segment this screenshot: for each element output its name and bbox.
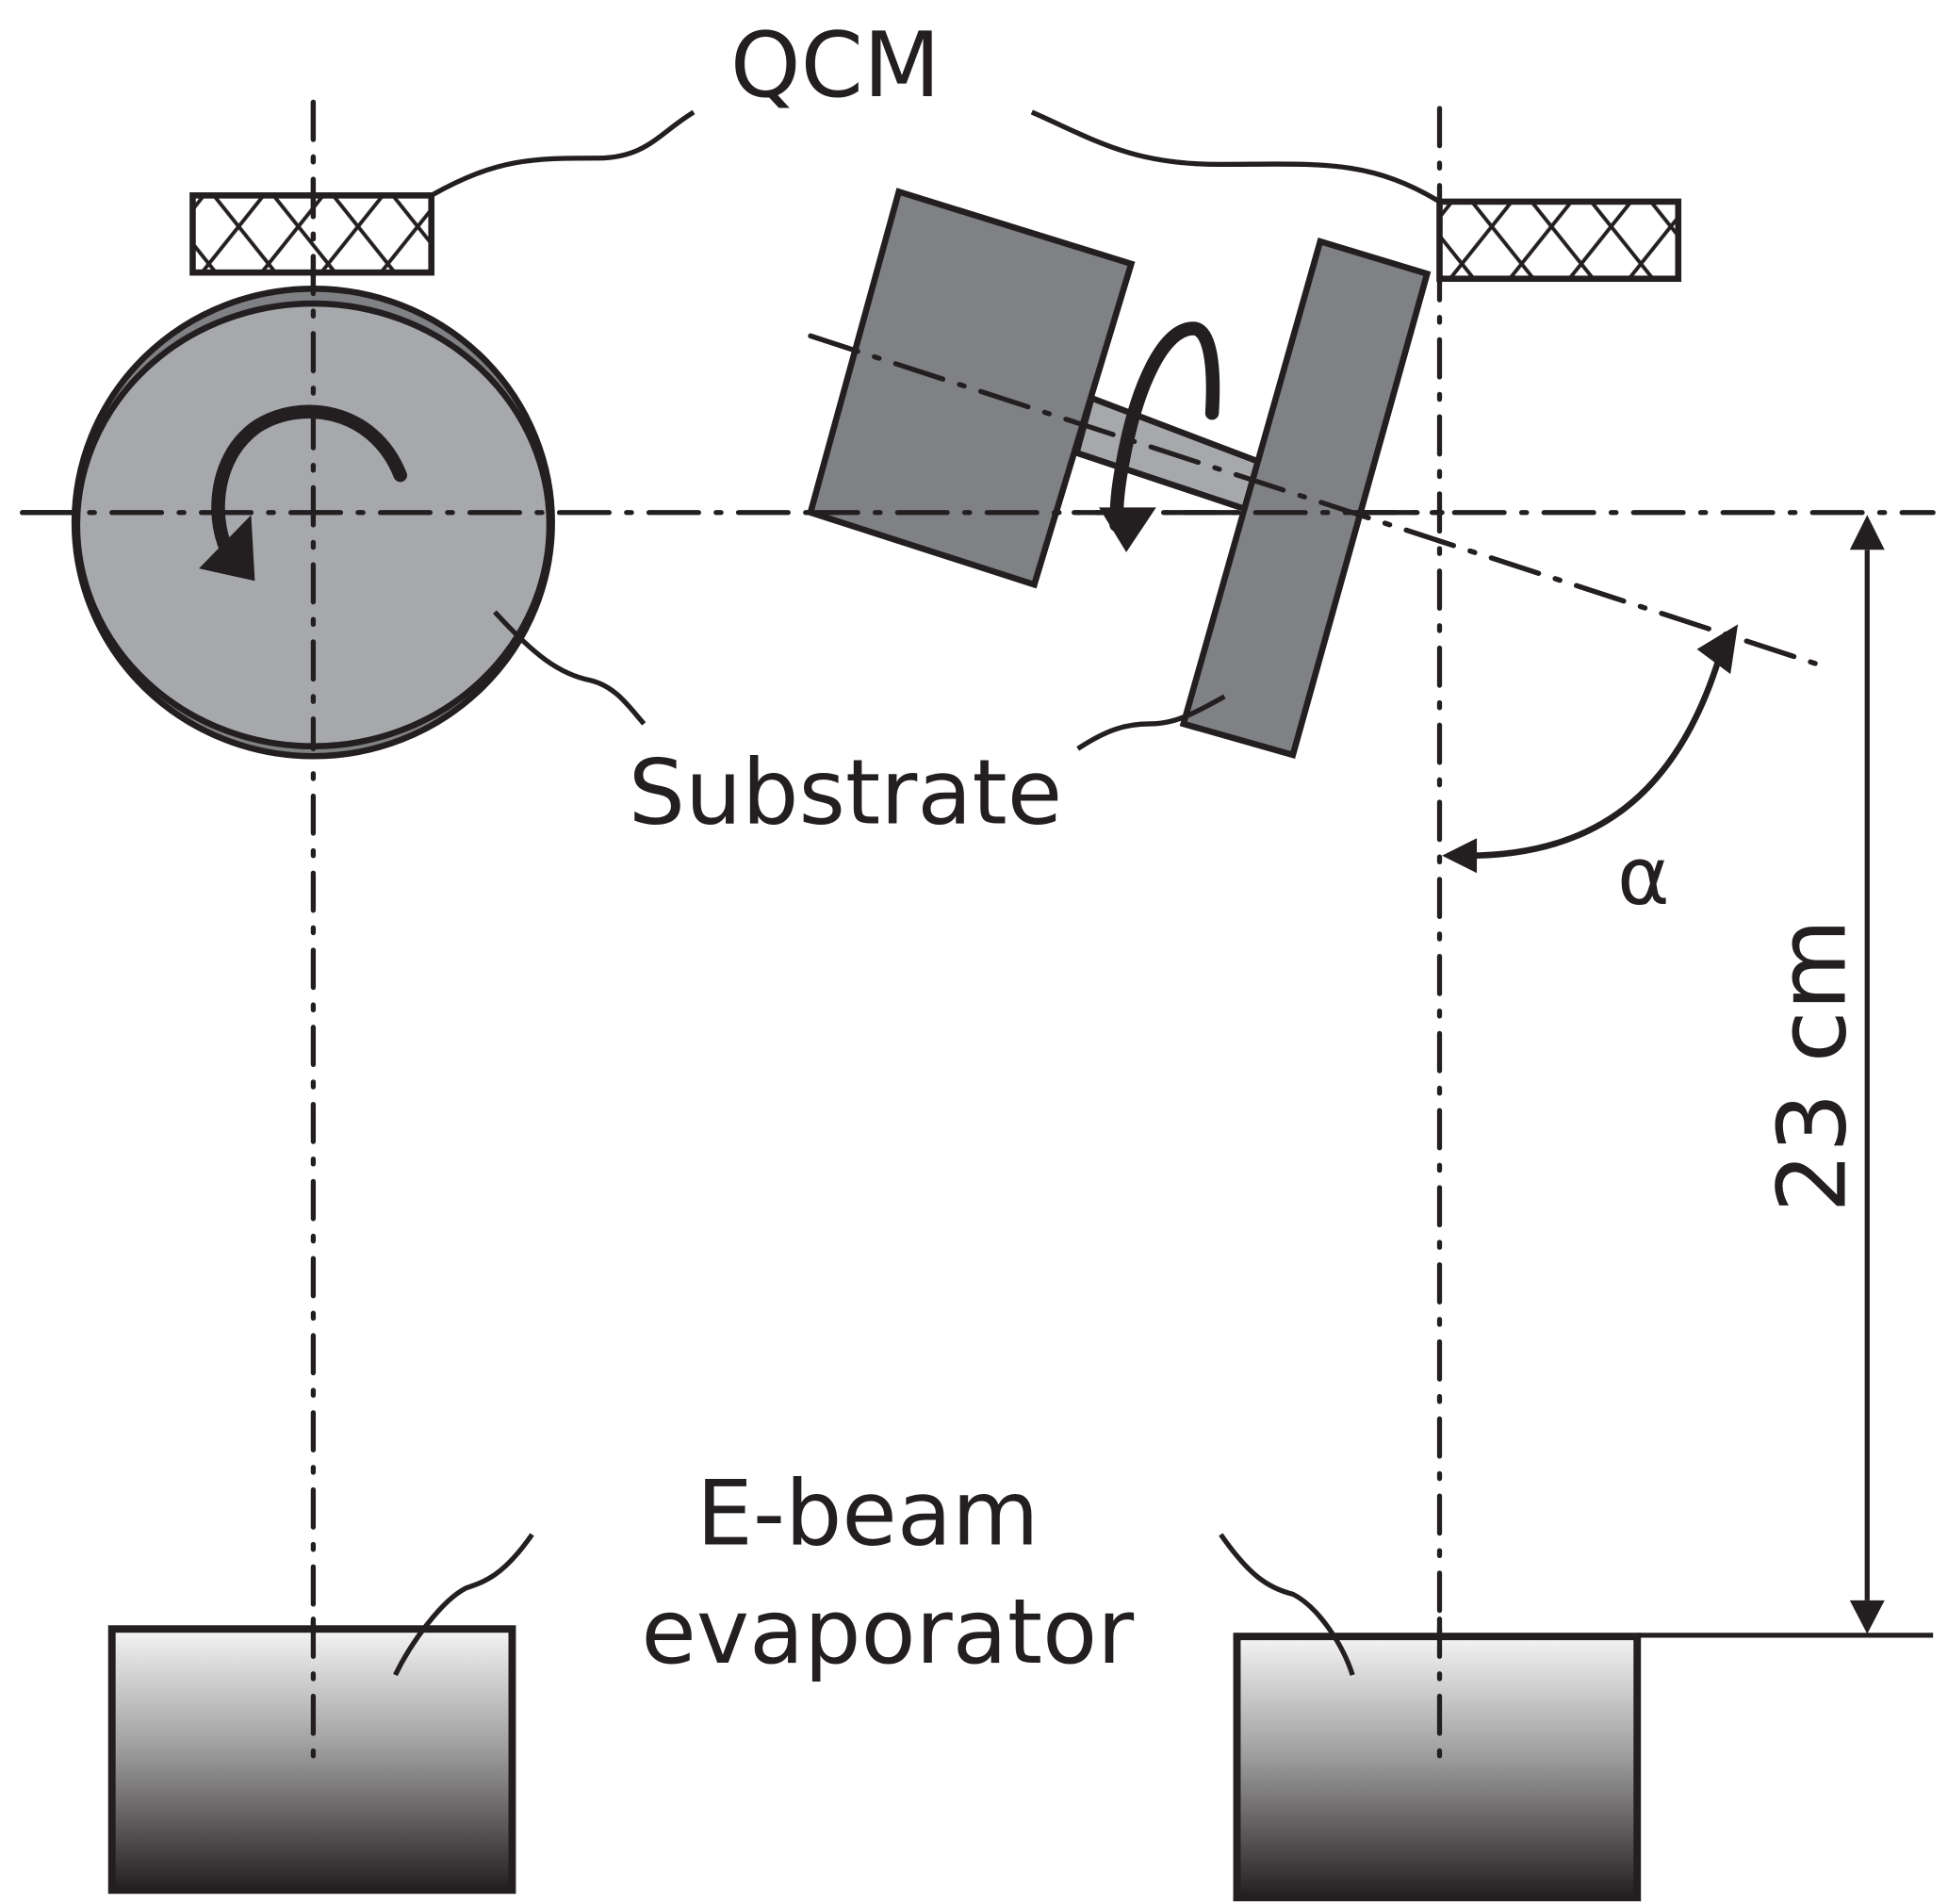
qcm-label: QCM (730, 14, 941, 118)
qcm-right (1436, 198, 1682, 283)
evaporator-label-line2: evaporator (641, 1581, 1135, 1684)
evaporator-label-line1: E-beam (696, 1463, 1039, 1567)
angle-label: α (1617, 830, 1670, 923)
dimension-arrowhead-up-icon (1849, 515, 1885, 550)
dimension-arrowhead-down-icon (1849, 1600, 1885, 1634)
rotation-arrow-icon (211, 404, 407, 564)
evaporator-left (107, 1625, 516, 1895)
tilt-rotation-arrow-icon (1109, 321, 1220, 533)
angle-arrowhead-top-icon (1696, 624, 1739, 675)
qcm-leader-left (430, 109, 696, 198)
evaporators (107, 1617, 1642, 1902)
evaporator-leader-right (1219, 1533, 1355, 1676)
qcm-leader-right (1030, 109, 1441, 205)
evaporator-leader-left (393, 1533, 534, 1677)
rotation-arrowhead-icon (199, 515, 255, 582)
angle-arrowhead-left-icon (1442, 838, 1478, 874)
left-substrate-assembly (20, 99, 555, 760)
right-substrate-assembly (805, 188, 1825, 874)
substrate-label: Substrate (629, 741, 1062, 845)
substrate-leader-right (1076, 694, 1226, 751)
qcm-left (189, 192, 435, 276)
angle-alpha-arc (1466, 648, 1726, 860)
substrate-holder-block (807, 188, 1136, 589)
distance-label: 23 cm (1758, 919, 1868, 1213)
labels: QCM Substrate α E-beam evaporator (629, 14, 1670, 1684)
distance-dimension: 23 cm (1638, 515, 1934, 1638)
leader-lines (393, 109, 1441, 1677)
substrate-leader-left (493, 610, 647, 726)
tilt-rotation-arrowhead-icon (1099, 507, 1156, 552)
